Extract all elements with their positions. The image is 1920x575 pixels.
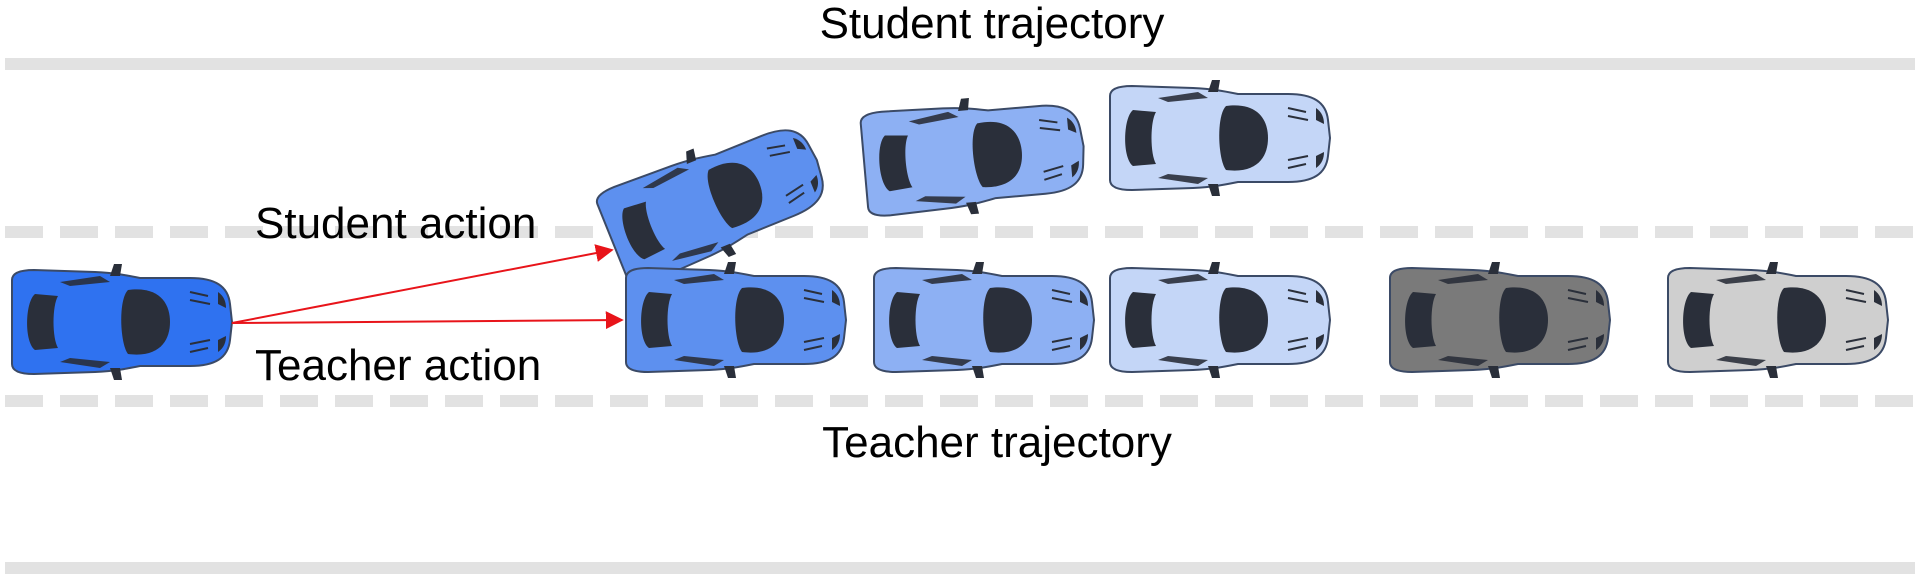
car-icon-gray-light — [1667, 261, 1889, 379]
car-icon-student-2 — [858, 87, 1090, 225]
arrow-right-icon-teacher — [231, 311, 624, 330]
car-icon-student-3 — [1109, 79, 1331, 197]
car-icon-ego — [11, 263, 233, 381]
student-action-label: Student action — [255, 199, 536, 248]
car-icon-teacher-2 — [873, 261, 1095, 379]
road — [5, 58, 1915, 574]
teacher-action-label: Teacher action — [255, 341, 541, 390]
car-icon-gray-dark — [1389, 261, 1611, 379]
action-arrows — [231, 244, 624, 330]
student-trajectory-title: Student trajectory — [820, 0, 1165, 48]
teacher-trajectory-title: Teacher trajectory — [822, 418, 1172, 467]
car-icon-student-1 — [590, 106, 840, 297]
car-icon-teacher-1 — [625, 261, 847, 379]
arrow-right-icon-student — [231, 244, 614, 324]
car-icon-teacher-3 — [1109, 261, 1331, 379]
